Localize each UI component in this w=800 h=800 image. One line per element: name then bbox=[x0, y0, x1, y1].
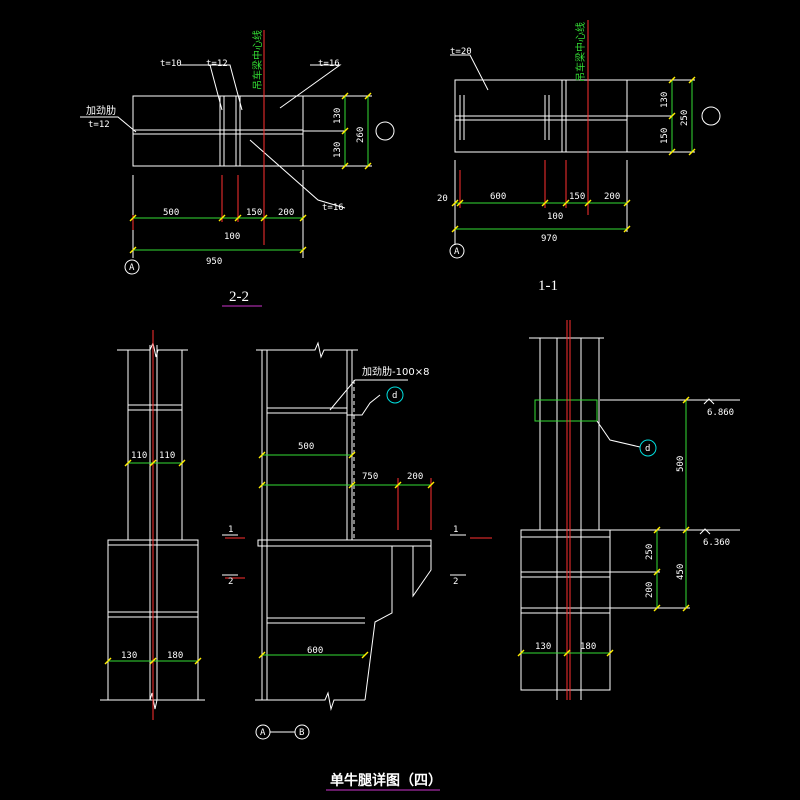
leader-line bbox=[80, 116, 137, 133]
dim-text: 200 bbox=[604, 192, 620, 202]
cut-lines bbox=[222, 534, 466, 576]
leader-line bbox=[450, 54, 489, 91]
dim-text: 100 bbox=[224, 232, 240, 242]
cut-mark: 1 bbox=[453, 525, 458, 535]
elevation-label: 6.860 bbox=[707, 408, 734, 418]
leader-line bbox=[279, 64, 342, 109]
dimension-lines bbox=[262, 454, 431, 656]
elevation-right bbox=[520, 337, 740, 700]
dim-text: 250 bbox=[645, 544, 655, 560]
dim-text: 500 bbox=[298, 442, 314, 452]
dim-text: 200 bbox=[278, 208, 294, 218]
dim-text: 110 bbox=[159, 451, 175, 461]
leader-line bbox=[249, 139, 346, 209]
dim-text: 100 bbox=[547, 212, 563, 222]
stiffener-note: 加劲肋-100×8 bbox=[362, 365, 429, 378]
axis-bubble bbox=[701, 106, 721, 126]
plan-2-2 bbox=[80, 64, 372, 258]
dim-text: 130 bbox=[333, 108, 343, 124]
detail-bubble-label: d bbox=[392, 391, 397, 401]
dim-text: 150 bbox=[660, 128, 670, 144]
dim-text: 450 bbox=[676, 564, 686, 580]
cut-mark: 2 bbox=[228, 577, 233, 587]
axis-label: A bbox=[129, 263, 135, 273]
leader-line bbox=[180, 64, 223, 111]
dim-text: 150 bbox=[569, 192, 585, 202]
thickness-label: t=16 bbox=[318, 59, 340, 69]
detail-bubble bbox=[639, 439, 657, 457]
section-title: 1-1 bbox=[538, 278, 558, 294]
dimension-ticks bbox=[451, 76, 696, 233]
dim-text: 20 bbox=[437, 194, 448, 204]
dim-text: 150 bbox=[246, 208, 262, 218]
dim-text: 250 bbox=[680, 110, 690, 126]
dim-text: 130 bbox=[535, 642, 551, 652]
axis-label: A bbox=[260, 728, 266, 738]
dim-text: 200 bbox=[407, 472, 423, 482]
drawing-title: 单牛腿详图（四） bbox=[330, 772, 442, 789]
thickness-label: t=16 bbox=[322, 203, 344, 213]
dim-text: 130 bbox=[660, 92, 670, 108]
detail-bubble bbox=[386, 386, 404, 404]
axis-bubble-a bbox=[124, 259, 140, 275]
dim-text: 600 bbox=[490, 192, 506, 202]
extension-lines-red bbox=[459, 160, 567, 208]
axis-bubble-a bbox=[449, 243, 465, 259]
thickness-label: t=12 bbox=[206, 59, 228, 69]
axis-bubble bbox=[375, 121, 395, 141]
dimension-lines bbox=[455, 80, 693, 230]
thickness-label: t=20 bbox=[450, 47, 472, 57]
dim-text: 130 bbox=[121, 651, 137, 661]
dim-text: 750 bbox=[362, 472, 378, 482]
axis-bubble-b bbox=[294, 724, 310, 740]
axis-label: A bbox=[454, 247, 460, 257]
elevation-label: 6.360 bbox=[703, 538, 730, 548]
rail-center-label: 吊车梁中心线 bbox=[251, 30, 264, 90]
leader-line bbox=[205, 64, 243, 111]
bracket-top-plate bbox=[534, 399, 598, 422]
dim-text: 200 bbox=[645, 582, 655, 598]
extension-lines-red bbox=[132, 175, 239, 230]
stiffener-thickness: t=12 bbox=[88, 120, 110, 130]
dimension-ticks bbox=[517, 396, 690, 657]
stiffener-label: 加劲肋 bbox=[86, 104, 116, 117]
plate-outline bbox=[132, 95, 304, 167]
dim-text: 970 bbox=[541, 234, 557, 244]
extension-lines-red bbox=[225, 478, 492, 579]
plan-1-1 bbox=[450, 54, 695, 245]
thickness-label: t=10 bbox=[160, 59, 182, 69]
dimension-lines bbox=[521, 400, 687, 654]
dim-text: 130 bbox=[333, 142, 343, 158]
dim-text: 110 bbox=[131, 451, 147, 461]
cut-mark: 1 bbox=[228, 525, 233, 535]
dim-text: 950 bbox=[206, 257, 222, 267]
dim-text: 260 bbox=[356, 127, 366, 143]
dim-text: 180 bbox=[167, 651, 183, 661]
dim-text: 500 bbox=[676, 456, 686, 472]
detail-bubble-label: d bbox=[645, 444, 650, 454]
elevation-middle bbox=[255, 341, 432, 711]
rail-center-label: 吊车梁中心线 bbox=[574, 22, 587, 82]
dim-text: 500 bbox=[163, 208, 179, 218]
axis-label: B bbox=[299, 728, 304, 738]
cut-mark: 2 bbox=[453, 577, 458, 587]
dim-text: 600 bbox=[307, 646, 323, 656]
section-title: 2-2 bbox=[229, 289, 249, 305]
dim-text: 180 bbox=[580, 642, 596, 652]
